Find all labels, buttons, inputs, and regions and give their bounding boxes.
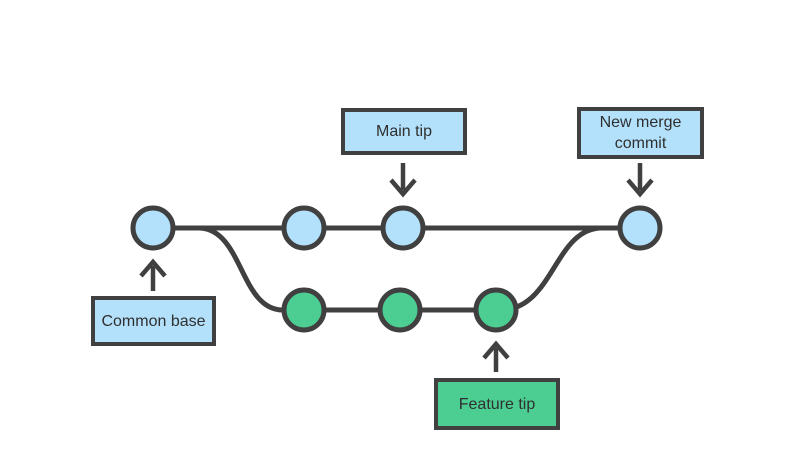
merge-commit-node [617,205,663,251]
up-arrow-icon [482,340,510,372]
feature-tip-commit-node [473,287,519,333]
main-tip-label: Main tip [341,108,467,155]
main-commit-2-node [281,205,327,251]
feature-commit-2-node [377,287,423,333]
up-arrow-icon [139,258,167,291]
feature-tip-label: Feature tip [434,378,560,430]
down-arrow-icon [389,163,417,198]
common-base-label: Common base [91,296,216,346]
main-tip-commit-node [380,205,426,251]
down-arrow-icon [626,163,654,198]
commit-nodes [130,205,663,333]
common-base-commit-node [130,205,176,251]
new-merge-commit-label: New merge commit [577,107,704,159]
pointer-arrows [139,163,654,372]
feature-commit-1-node [281,287,327,333]
